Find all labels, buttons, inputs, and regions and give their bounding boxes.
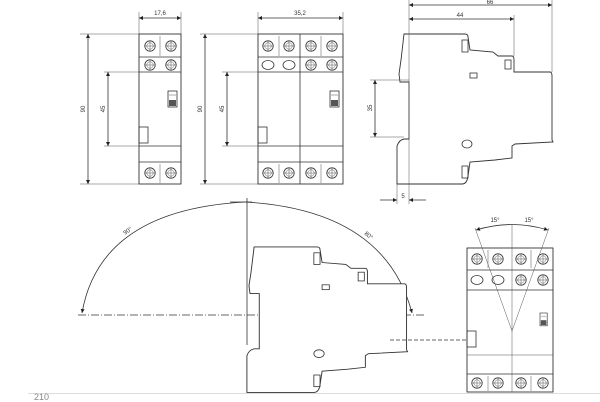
dim-rail-offset: 5 [401, 194, 405, 200]
side-view: 66 44 35 5 [368, 0, 554, 204]
terminal-screw-icon [144, 40, 156, 52]
angle-left-label: 90° [123, 226, 134, 236]
tilt-angle-left: 15° [490, 218, 500, 224]
terminal-screw-icon [165, 59, 177, 71]
terminal-screw-icon [144, 167, 156, 179]
dim-window-2p: 45 [220, 105, 226, 112]
mounting-angle-view: 90° 80° [78, 198, 488, 393]
dim-height-2p: 90 [198, 105, 204, 112]
angle-right-label: 80° [363, 231, 374, 242]
tilt-view: 15° 15° [466, 218, 554, 393]
front-view-2-pole: 35,2 90 45 [198, 11, 344, 185]
terminal-screw-icon [165, 40, 177, 52]
front-view-1-pole: 17,6 90 45 [80, 11, 182, 185]
dim-window-1p: 45 [101, 105, 107, 112]
terminal-screw-icon [165, 167, 177, 179]
dim-rail: 35 [368, 104, 374, 111]
tilt-angle-right: 15° [524, 218, 534, 224]
page-divider [28, 393, 600, 394]
dim-depth-total: 66 [487, 0, 494, 6]
dim-width-2p: 35,2 [294, 11, 306, 17]
page-number: 210 [34, 392, 50, 402]
dim-depth-front: 44 [457, 13, 464, 19]
dim-height-1p: 90 [81, 105, 87, 112]
dim-width-1p: 17,6 [154, 11, 166, 17]
terminal-screw-icon [144, 59, 156, 71]
